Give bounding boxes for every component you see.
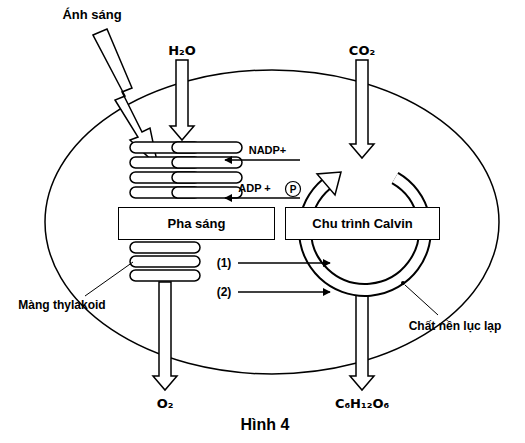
box-title: Pha sáng (168, 216, 226, 231)
phosphate-circle (286, 182, 301, 197)
oxygen-arrow (153, 282, 177, 390)
figure-label: O₂ (157, 396, 174, 411)
flow-arrow (238, 291, 330, 293)
figure-label: Màng thylakoid (18, 298, 105, 312)
process-box: Chu trình Calvin (285, 207, 440, 240)
thylakoid-disc (130, 270, 200, 281)
flow-arrow (225, 159, 300, 161)
process-box: Pha sáng (118, 207, 275, 240)
figure-label: CO₂ (349, 43, 375, 58)
figure-label: C₆H₁₂O₆ (335, 396, 389, 411)
water-arrow (170, 60, 194, 140)
arrow-label: (2) (217, 285, 232, 299)
thylakoid-disc (172, 157, 242, 168)
box-title: Chu trình Calvin (312, 216, 412, 231)
figure-caption: Hình 4 (241, 416, 290, 434)
thylakoid-disc (130, 242, 200, 253)
leader-line (405, 285, 438, 315)
flow-arrow (238, 262, 330, 264)
calvin-ring-head (317, 172, 341, 195)
arrow-label: NADP+ (249, 144, 287, 156)
thylakoid-disc (172, 187, 242, 198)
figure-label: Ánh sáng (62, 7, 121, 22)
figure-label: H₂O (168, 43, 196, 58)
thylakoid-disc (130, 256, 200, 267)
thylakoid-disc (172, 142, 242, 153)
glucose-arrow (350, 292, 374, 390)
leader-line (85, 262, 133, 296)
flow-arrow (225, 197, 300, 199)
leader-dot (401, 281, 405, 285)
co2-arrow (350, 60, 374, 158)
figure-label: Chất nền lục lạp (409, 319, 502, 333)
arrow-label: ADP + (238, 182, 271, 194)
figure-label: P (290, 184, 297, 195)
thylakoid-disc (172, 172, 242, 183)
arrow-label: (1) (217, 256, 232, 270)
